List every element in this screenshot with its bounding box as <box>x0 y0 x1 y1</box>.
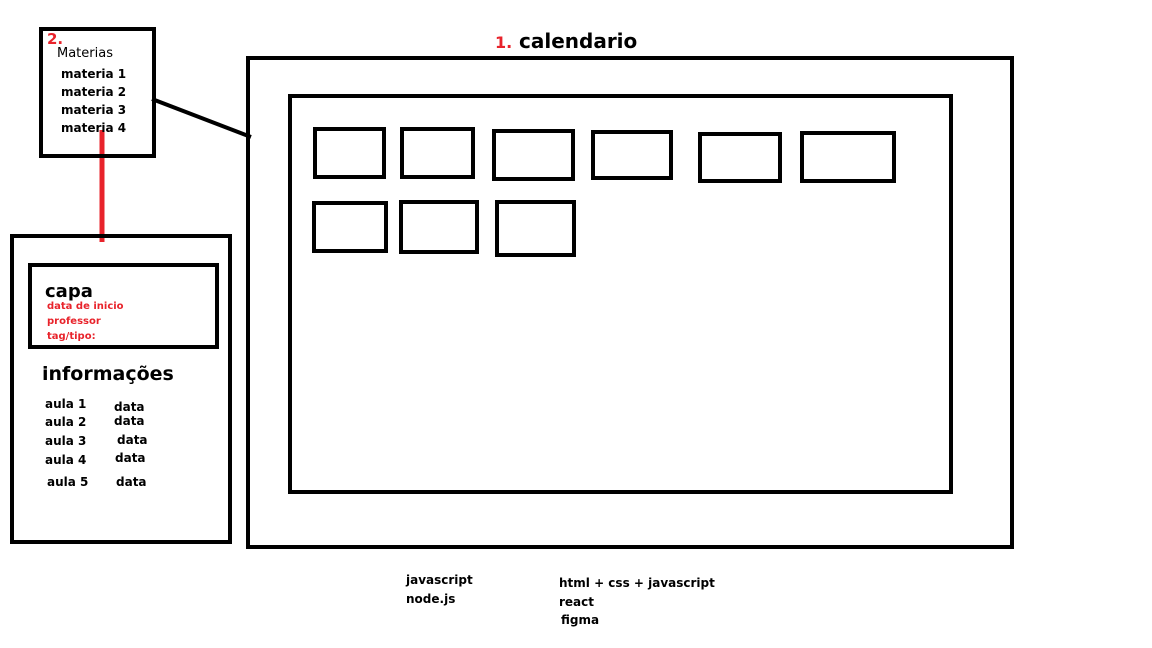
tech-backend-item: javascript <box>406 573 473 587</box>
materias-to-calendar-connector <box>151 97 252 139</box>
aula-date: data <box>114 414 145 428</box>
calendar-day-cell[interactable] <box>800 131 896 183</box>
materia-item[interactable]: materia 2 <box>61 85 127 99</box>
materia-item[interactable]: materia 3 <box>61 103 127 117</box>
aula-date: data <box>115 451 146 465</box>
capa-field-tag: tag/tipo: <box>47 331 96 342</box>
materias-title: Materias <box>57 46 113 61</box>
calendar-day-cell[interactable] <box>313 127 386 179</box>
aula-name: aula 3 <box>45 434 87 448</box>
capa-title: capa <box>45 281 93 302</box>
calendar-title: calendario <box>519 29 638 53</box>
calendar-day-cell[interactable] <box>495 200 576 257</box>
capa-box <box>28 263 219 349</box>
calendar-day-cell[interactable] <box>591 130 673 180</box>
calendar-day-cell[interactable] <box>492 129 575 181</box>
aula-date: data <box>116 475 147 489</box>
calendar-number: 1. <box>495 33 513 52</box>
materia-item[interactable]: materia 4 <box>61 121 127 135</box>
calendar-day-cell[interactable] <box>312 201 388 253</box>
aula-name: aula 2 <box>45 415 87 429</box>
calendar-day-cell[interactable] <box>698 132 782 183</box>
aula-name: aula 4 <box>45 453 87 467</box>
aula-date: data <box>114 400 145 414</box>
materia-detail-panel <box>10 234 232 544</box>
info-title: informações <box>42 363 174 385</box>
aula-date: data <box>117 433 148 447</box>
materia-item[interactable]: materia 1 <box>61 67 127 81</box>
calendar-outer-frame <box>246 56 1014 549</box>
materias-number: 2. <box>47 30 64 48</box>
aula-name: aula 5 <box>47 475 89 489</box>
capa-field-professor: professor <box>47 316 101 327</box>
calendar-day-cell[interactable] <box>399 200 479 254</box>
tech-frontend-item: html + css + javascript <box>559 576 715 590</box>
materias-panel <box>39 27 156 158</box>
tech-frontend-item: figma <box>561 613 600 627</box>
aula-name: aula 1 <box>45 397 87 411</box>
calendar-day-cell[interactable] <box>400 127 475 179</box>
tech-frontend-item: react <box>559 595 595 609</box>
capa-field-start-date: data de inicio <box>47 301 124 312</box>
tech-backend-item: node.js <box>406 592 456 606</box>
calendar-inner-frame <box>288 94 953 494</box>
